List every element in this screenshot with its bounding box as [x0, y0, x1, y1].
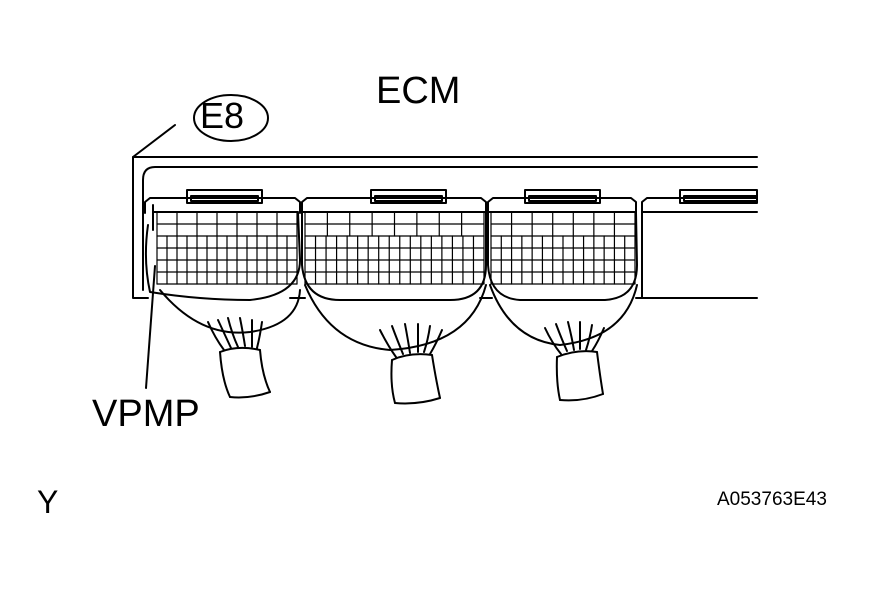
connector-fourth [641, 189, 758, 299]
connector-code-label: E8 [200, 95, 245, 136]
figure-reference: A053763E43 [717, 489, 827, 510]
wire-bundle-1 [207, 317, 271, 399]
corner-mark: Y [37, 484, 59, 520]
connector-code-ellipse [193, 94, 269, 142]
wire-bundle-3 [544, 321, 605, 402]
connector-second-terminals [304, 211, 485, 285]
vpmp-leader-line [145, 265, 156, 389]
connector-third [487, 189, 638, 346]
connector-e8 [144, 189, 301, 334]
terminal-label: VPMP [92, 393, 200, 435]
ecm-housing [132, 124, 758, 299]
connector-e8-terminals [156, 211, 298, 285]
connector-third-terminals [490, 211, 636, 285]
ecm-title: ECM [376, 70, 461, 112]
wire-bundle-2 [379, 323, 443, 405]
